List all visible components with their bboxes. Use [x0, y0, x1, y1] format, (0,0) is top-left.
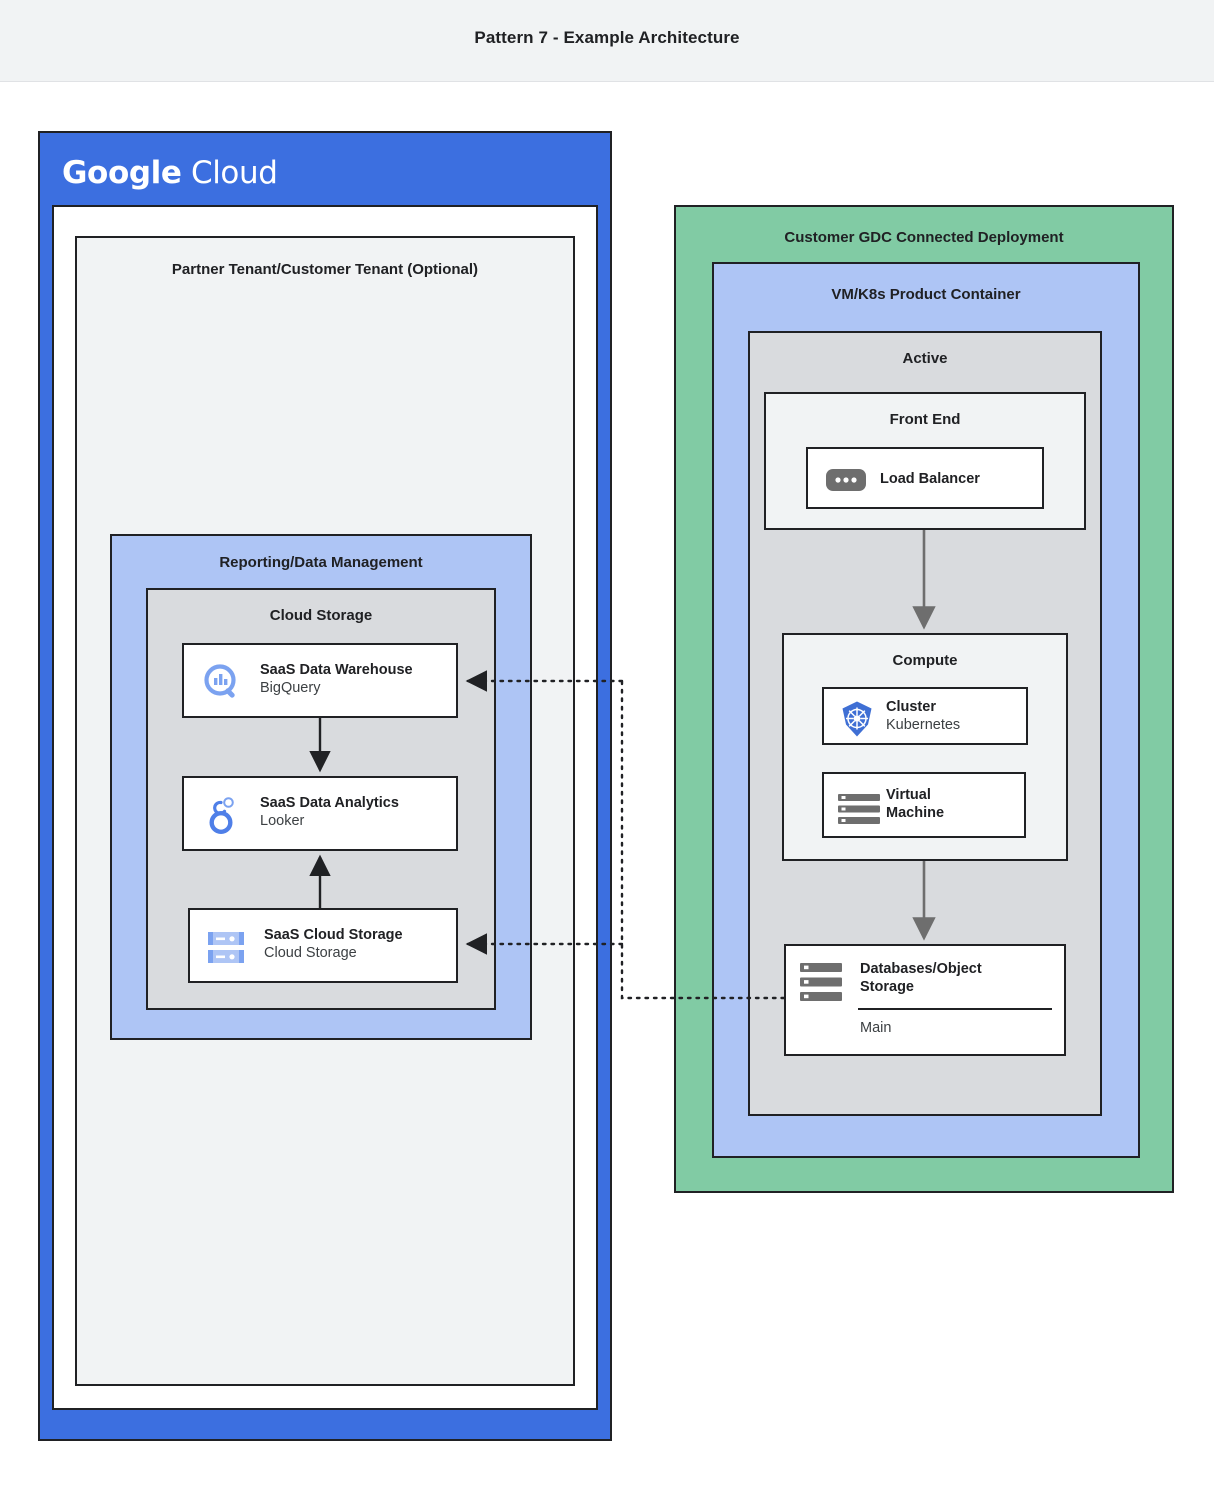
saas-cloud-storage-title: SaaS Cloud Storage	[264, 927, 403, 943]
saas-data-analytics-subtitle: Looker	[260, 813, 305, 829]
databases-title: Databases/Object	[860, 961, 982, 977]
databases-text: Databases/Object Storage	[860, 960, 1055, 996]
cluster-node[interactable]: Cluster Kubernetes	[822, 687, 1028, 745]
front-end-label: Front End	[889, 411, 961, 428]
reporting-label: Reporting/Data Management	[219, 554, 423, 571]
load-balancer-title: Load Balancer	[880, 471, 980, 487]
cluster-text: Cluster Kubernetes	[886, 698, 960, 734]
saas-cloud-storage-node[interactable]: SaaS Cloud Storage Cloud Storage	[188, 908, 458, 983]
customer-gdc-label: Customer GDC Connected Deployment	[784, 229, 1064, 246]
saas-data-warehouse-subtitle: BigQuery	[260, 680, 321, 696]
virtual-machine-icon	[838, 794, 880, 824]
saas-data-warehouse-text: SaaS Data Warehouse BigQuery	[260, 661, 413, 697]
cluster-subtitle: Kubernetes	[886, 717, 961, 733]
active-label: Active	[902, 350, 948, 367]
virtual-machine-title2: Machine	[886, 805, 945, 821]
partner-tenant-label: Partner Tenant/Customer Tenant (Optional…	[171, 261, 479, 278]
virtual-machine-title: Virtual	[886, 787, 931, 803]
databases-object-storage-node[interactable]: Databases/Object Storage Main	[784, 944, 1066, 1056]
saas-cloud-storage-text: SaaS Cloud Storage Cloud Storage	[264, 926, 403, 962]
kubernetes-icon	[838, 700, 876, 738]
logo-google-text: Google	[62, 155, 182, 191]
cloud-storage-group-label: Cloud Storage	[269, 607, 373, 624]
load-balancer-icon	[826, 469, 866, 491]
saas-data-analytics-title: SaaS Data Analytics	[260, 795, 399, 811]
vm-k8s-label: VM/K8s Product Container	[831, 286, 1021, 303]
page-title: Pattern 7 - Example Architecture	[474, 28, 740, 47]
title-bar: Pattern 7 - Example Architecture	[0, 0, 1214, 82]
load-balancer-node[interactable]: Load Balancer	[806, 447, 1044, 509]
virtual-machine-text: Virtual Machine	[886, 786, 944, 822]
saas-data-warehouse-node[interactable]: SaaS Data Warehouse BigQuery	[182, 643, 458, 718]
looker-icon	[202, 795, 244, 837]
bigquery-icon	[202, 662, 244, 704]
compute-label: Compute	[892, 652, 958, 669]
saas-data-analytics-node[interactable]: SaaS Data Analytics Looker	[182, 776, 458, 851]
logo-cloud-text: Cloud	[190, 155, 278, 191]
cloud-storage-icon	[206, 929, 248, 967]
database-icon	[800, 963, 842, 1001]
virtual-machine-node[interactable]: Virtual Machine	[822, 772, 1026, 838]
cluster-title: Cluster	[886, 699, 936, 715]
saas-cloud-storage-subtitle: Cloud Storage	[264, 945, 357, 961]
saas-data-analytics-text: SaaS Data Analytics Looker	[260, 794, 399, 830]
databases-title2: Storage	[860, 979, 914, 995]
google-cloud-logo: Google Cloud	[62, 155, 278, 191]
databases-divider	[858, 1008, 1052, 1010]
saas-data-warehouse-title: SaaS Data Warehouse	[260, 662, 413, 678]
databases-footer: Main	[860, 1020, 892, 1036]
